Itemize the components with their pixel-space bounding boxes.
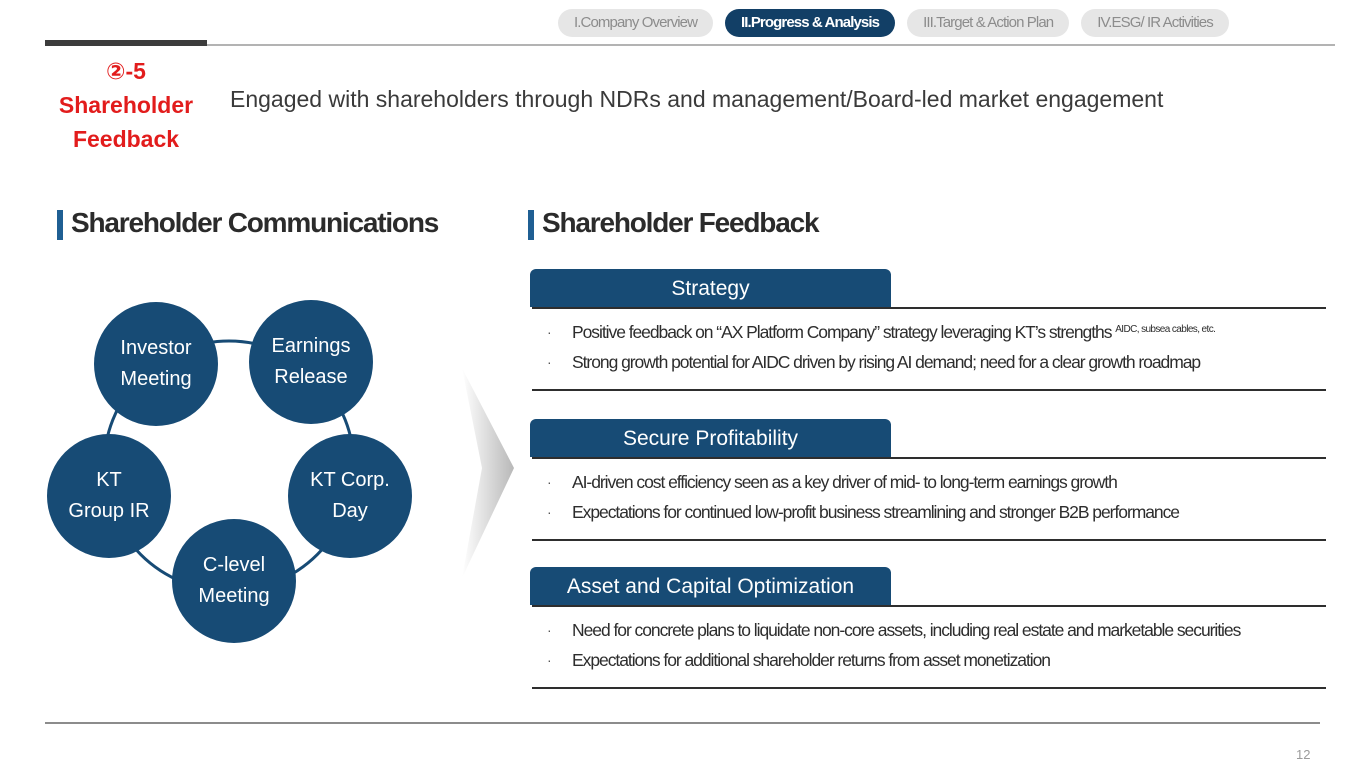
top-divider bbox=[45, 44, 1335, 46]
chevron-right-icon bbox=[462, 368, 514, 578]
card-body: · Positive feedback on “AX Platform Compa… bbox=[532, 307, 1326, 391]
node-label: Earnings bbox=[271, 335, 351, 357]
list-item: · Positive feedback on “AX Platform Compa… bbox=[532, 317, 1326, 347]
feedback-card-asset-capital: Asset and Capital Optimization · Need for… bbox=[530, 567, 1326, 689]
node-label: Release bbox=[274, 366, 348, 388]
section-tabs: I.Company Overview II.Progress & Analysi… bbox=[558, 9, 1229, 37]
section-title-line1: Shareholder bbox=[58, 92, 194, 118]
feedback-card-profitability: Secure Profitability · AI-driven cost eff… bbox=[530, 419, 1326, 541]
page-headline: Engaged with shareholders through NDRs a… bbox=[230, 86, 1164, 112]
bullet-marker: · bbox=[547, 354, 552, 370]
item-text: Strong growth potential for AIDC driven … bbox=[572, 352, 1201, 372]
list-item: · Expectations for continued low-profit b… bbox=[532, 497, 1326, 527]
node-label: Meeting bbox=[120, 368, 192, 390]
node-label: Day bbox=[332, 500, 368, 522]
item-text: Positive feedback on “AX Platform Compan… bbox=[572, 322, 1112, 342]
top-accent-bar bbox=[45, 40, 207, 46]
tab-esg-ir-activities[interactable]: IV.ESG/ IR Activities bbox=[1081, 9, 1229, 37]
bottom-divider bbox=[45, 722, 1320, 724]
card-body: · Need for concrete plans to liquidate no… bbox=[532, 605, 1326, 689]
card-heading: Secure Profitability bbox=[530, 419, 891, 457]
list-item: · Strong growth potential for AIDC driven… bbox=[532, 347, 1326, 377]
node-label: Investor bbox=[120, 337, 192, 359]
card-heading: Strategy bbox=[530, 269, 891, 307]
bullet-marker: · bbox=[547, 504, 552, 520]
card-heading: Asset and Capital Optimization bbox=[530, 567, 891, 605]
item-text: Need for concrete plans to liquidate non… bbox=[572, 620, 1241, 640]
bullet-marker: · bbox=[547, 324, 552, 340]
section-title-line2: Feedback bbox=[72, 126, 180, 152]
item-text: Expectations for continued low-profit bu… bbox=[572, 502, 1180, 522]
list-item: · Expectations for additional shareholder… bbox=[532, 645, 1326, 675]
node-label: Meeting bbox=[198, 585, 270, 607]
section-number: ②-5 bbox=[106, 58, 146, 84]
item-text: AI-driven cost efficiency seen as a key … bbox=[572, 472, 1118, 492]
node-kt-group-ir: KT Group IR bbox=[47, 434, 171, 558]
communications-title-text: Shareholder Communications bbox=[71, 207, 439, 238]
feedback-card-strategy: Strategy · Positive feedback on “AX Platf… bbox=[530, 269, 1326, 391]
bullet-marker: · bbox=[547, 622, 552, 638]
page-number: 12 bbox=[1296, 747, 1311, 762]
node-label: KT bbox=[96, 469, 122, 491]
list-item: · Need for concrete plans to liquidate no… bbox=[532, 615, 1326, 645]
section-label: ②-5 Shareholder Feedback bbox=[40, 54, 212, 156]
feedback-title-text: Shareholder Feedback bbox=[542, 207, 820, 238]
bullet-marker: · bbox=[547, 652, 552, 668]
node-kt-corp-day: KT Corp. Day bbox=[288, 434, 412, 558]
title-accent-bar bbox=[57, 210, 63, 240]
node-label: Group IR bbox=[68, 500, 150, 522]
communications-title: Shareholder Communications bbox=[57, 207, 439, 240]
tab-target-action-plan[interactable]: III.Target & Action Plan bbox=[907, 9, 1070, 37]
list-item: · AI-driven cost efficiency seen as a key… bbox=[532, 467, 1326, 497]
tab-progress-analysis[interactable]: II.Progress & Analysis bbox=[725, 9, 896, 37]
feedback-title: Shareholder Feedback bbox=[528, 207, 820, 240]
item-footnote: AIDC, subsea cables, etc. bbox=[1115, 324, 1216, 335]
node-label: KT Corp. bbox=[310, 469, 390, 491]
item-text: Expectations for additional shareholder … bbox=[572, 650, 1051, 670]
bullet-marker: · bbox=[547, 474, 552, 490]
card-body: · AI-driven cost efficiency seen as a key… bbox=[532, 457, 1326, 541]
tab-company-overview[interactable]: I.Company Overview bbox=[558, 9, 714, 37]
title-accent-bar bbox=[528, 210, 534, 240]
node-label: C-level bbox=[202, 554, 266, 576]
